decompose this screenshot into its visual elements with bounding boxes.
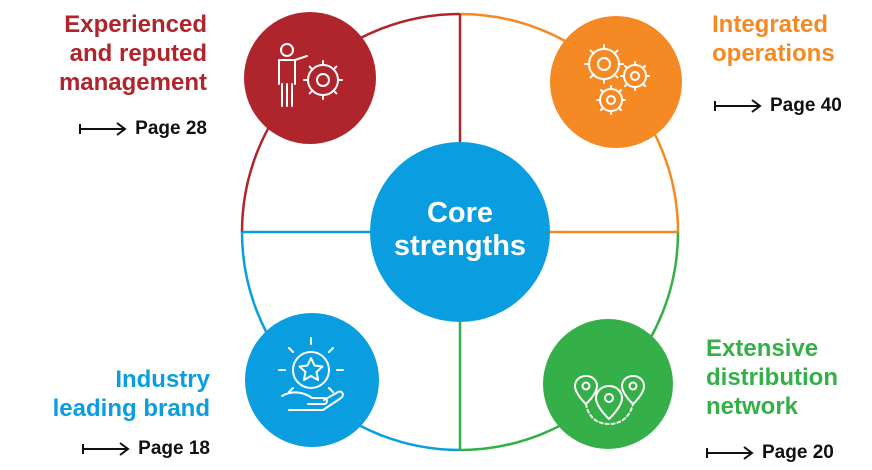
page-number-operations: Page 40 (770, 95, 842, 116)
presenter-gear-icon (278, 43, 343, 107)
center-circle (370, 142, 550, 322)
strength-circle-distribution (543, 319, 673, 449)
center-title-line1: Core (427, 197, 493, 229)
strength-title-distribution: Extensive distribution network (706, 335, 838, 420)
strength-circle-brand (245, 313, 379, 447)
gears-icon (584, 44, 650, 115)
center-title-line2: strengths (394, 230, 526, 262)
arrow-right-icon (714, 99, 762, 113)
arrow-right-icon (82, 442, 130, 456)
strength-circle-management (244, 12, 376, 144)
page-number-distribution: Page 20 (762, 442, 834, 463)
arrow-right-icon (706, 446, 754, 460)
star-hand-icon (278, 337, 344, 411)
strength-title-management: Experienced and reputed management (58, 11, 207, 96)
location-pins-icon (574, 375, 645, 425)
page-number-management: Page 28 (135, 118, 207, 139)
page-number-brand: Page 18 (138, 438, 210, 459)
page-link-operations[interactable]: Page 40 (714, 95, 842, 117)
strength-title-operations: Integrated operations (712, 11, 835, 67)
page-link-brand[interactable]: Page 18 (82, 438, 210, 460)
page-link-management[interactable]: Page 28 (79, 118, 207, 140)
strength-title-brand: Industry leading brand (52, 366, 210, 422)
arrow-right-icon (79, 122, 127, 136)
page-link-distribution[interactable]: Page 20 (706, 442, 834, 464)
strength-circle-operations (550, 16, 682, 148)
